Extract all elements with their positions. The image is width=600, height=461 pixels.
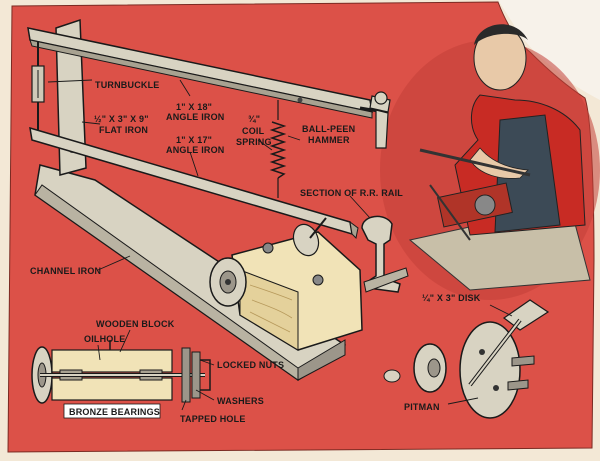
label-coil-size: ¾"	[248, 114, 260, 124]
worker-photo-inset	[380, 24, 600, 300]
label-ball-peen: BALL-PEEN	[302, 124, 355, 134]
label-oilhole: OILHOLE	[84, 334, 125, 344]
coil-spring	[269, 100, 287, 198]
disk-pitman-detail	[383, 299, 550, 419]
label-pitman: PITMAN	[404, 402, 440, 412]
label-angle-iron-18-size: 1" X 18"	[176, 102, 212, 112]
label-angle-iron-17-size: 1" X 17"	[176, 135, 212, 145]
label-wooden-block: WOODEN BLOCK	[96, 319, 175, 329]
small-wheel	[292, 217, 327, 257]
top-angle-iron	[27, 27, 373, 119]
label-rail: SECTION OF R.R. RAIL	[300, 188, 403, 198]
leader-lines	[47, 79, 513, 411]
rail-section	[361, 215, 409, 293]
pulley-wheel	[209, 257, 247, 307]
label-locked-nuts: LOCKED NUTS	[217, 360, 284, 370]
label-hammer: HAMMER	[308, 135, 350, 145]
shaft-bearing-detail	[31, 340, 211, 404]
wooden-block-main	[231, 231, 363, 351]
label-bronze-bearings: BRONZE BEARINGS	[69, 407, 160, 417]
label-turnbuckle: TURNBUCKLE	[95, 80, 160, 90]
label-disk: ¼" X 3" DISK	[422, 293, 481, 303]
bronze-bearings-box	[63, 403, 161, 419]
turnbuckle	[31, 42, 45, 130]
label-tapped-hole: TAPPED HOLE	[180, 414, 246, 424]
label-spring: SPRING	[236, 137, 272, 147]
torn-paper-corner	[498, 0, 600, 100]
label-angle-iron-17: ANGLE IRON	[166, 145, 225, 155]
lower-angle-iron	[29, 126, 359, 240]
label-angle-iron-18: ANGLE IRON	[166, 112, 225, 122]
label-coil: COIL	[242, 126, 265, 136]
label-flat-iron-size: ½" X 3" X 9"	[94, 114, 149, 124]
label-washers: WASHERS	[217, 396, 264, 406]
label-channel-iron: CHANNEL IRON	[30, 266, 101, 276]
ball-peen-hammer	[359, 91, 391, 149]
label-flat-iron: FLAT IRON	[99, 125, 148, 135]
